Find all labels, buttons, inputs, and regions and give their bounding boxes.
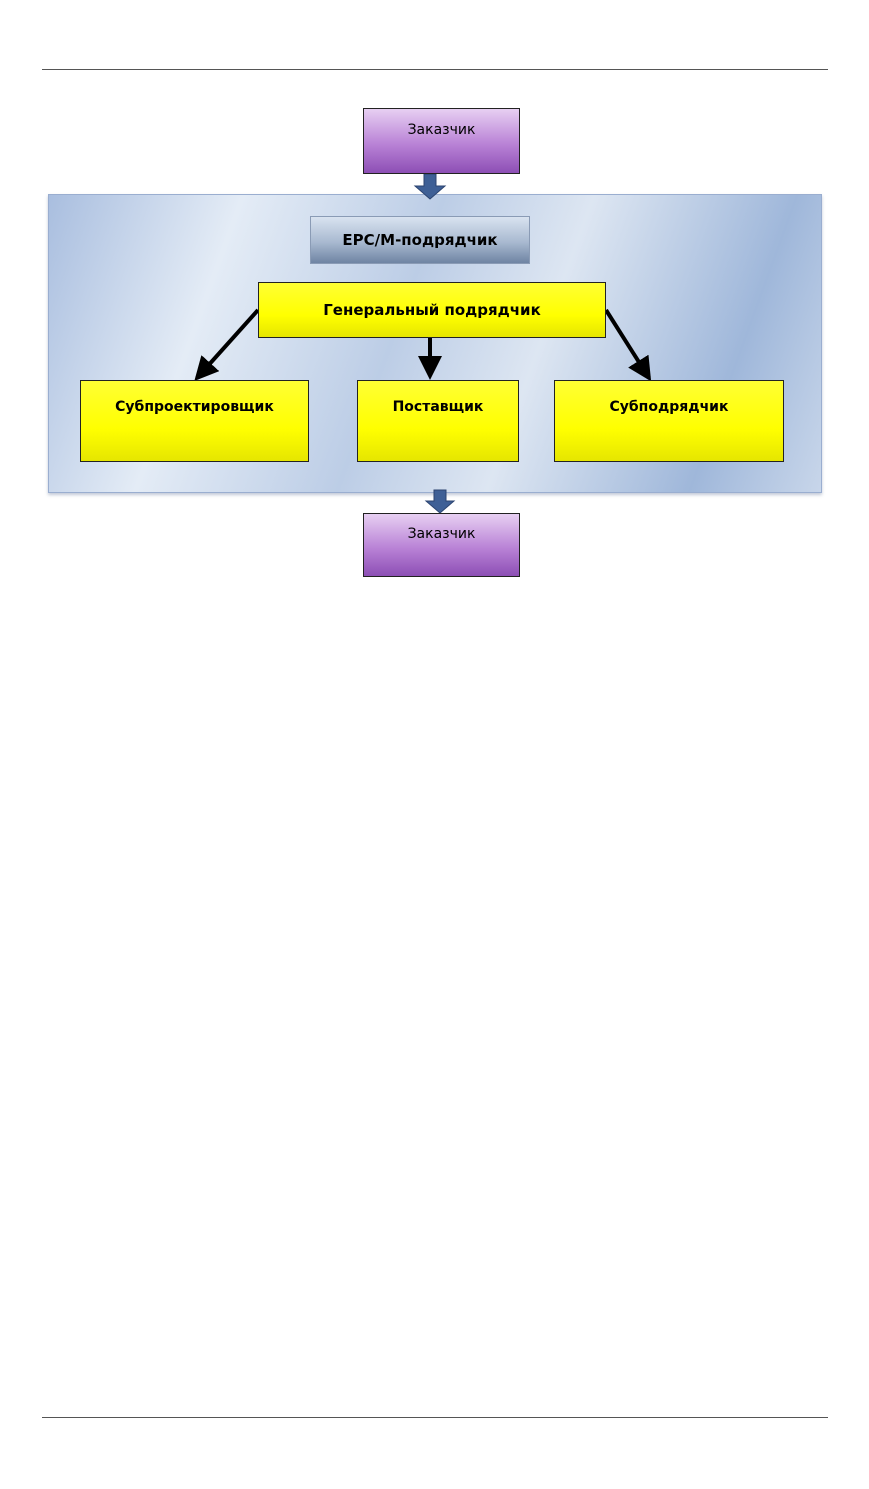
customer-box-bottom: Заказчик	[363, 513, 520, 577]
footer-rule	[42, 1417, 828, 1418]
block-arrow-down-bottom	[424, 489, 456, 514]
general-contractor-box: Генеральный подрядчик	[258, 282, 606, 338]
customer-top-label: Заказчик	[407, 122, 476, 138]
supplier-box: Поставщик	[357, 380, 519, 462]
subcontractor-label: Субподрядчик	[609, 399, 729, 415]
customer-bottom-label: Заказчик	[407, 526, 476, 542]
supplier-label: Поставщик	[392, 399, 484, 415]
subcontractor-box: Субподрядчик	[554, 380, 784, 462]
epc-contractor-label: EPC/M-подрядчик	[342, 231, 498, 249]
epc-contractor-box: EPC/M-подрядчик	[310, 216, 530, 264]
sub-designer-box: Субпроектировщик	[80, 380, 309, 462]
customer-box-top: Заказчик	[363, 108, 520, 174]
header-rule	[42, 69, 828, 70]
sub-designer-label: Субпроектировщик	[115, 399, 274, 415]
general-contractor-label: Генеральный подрядчик	[323, 301, 541, 319]
